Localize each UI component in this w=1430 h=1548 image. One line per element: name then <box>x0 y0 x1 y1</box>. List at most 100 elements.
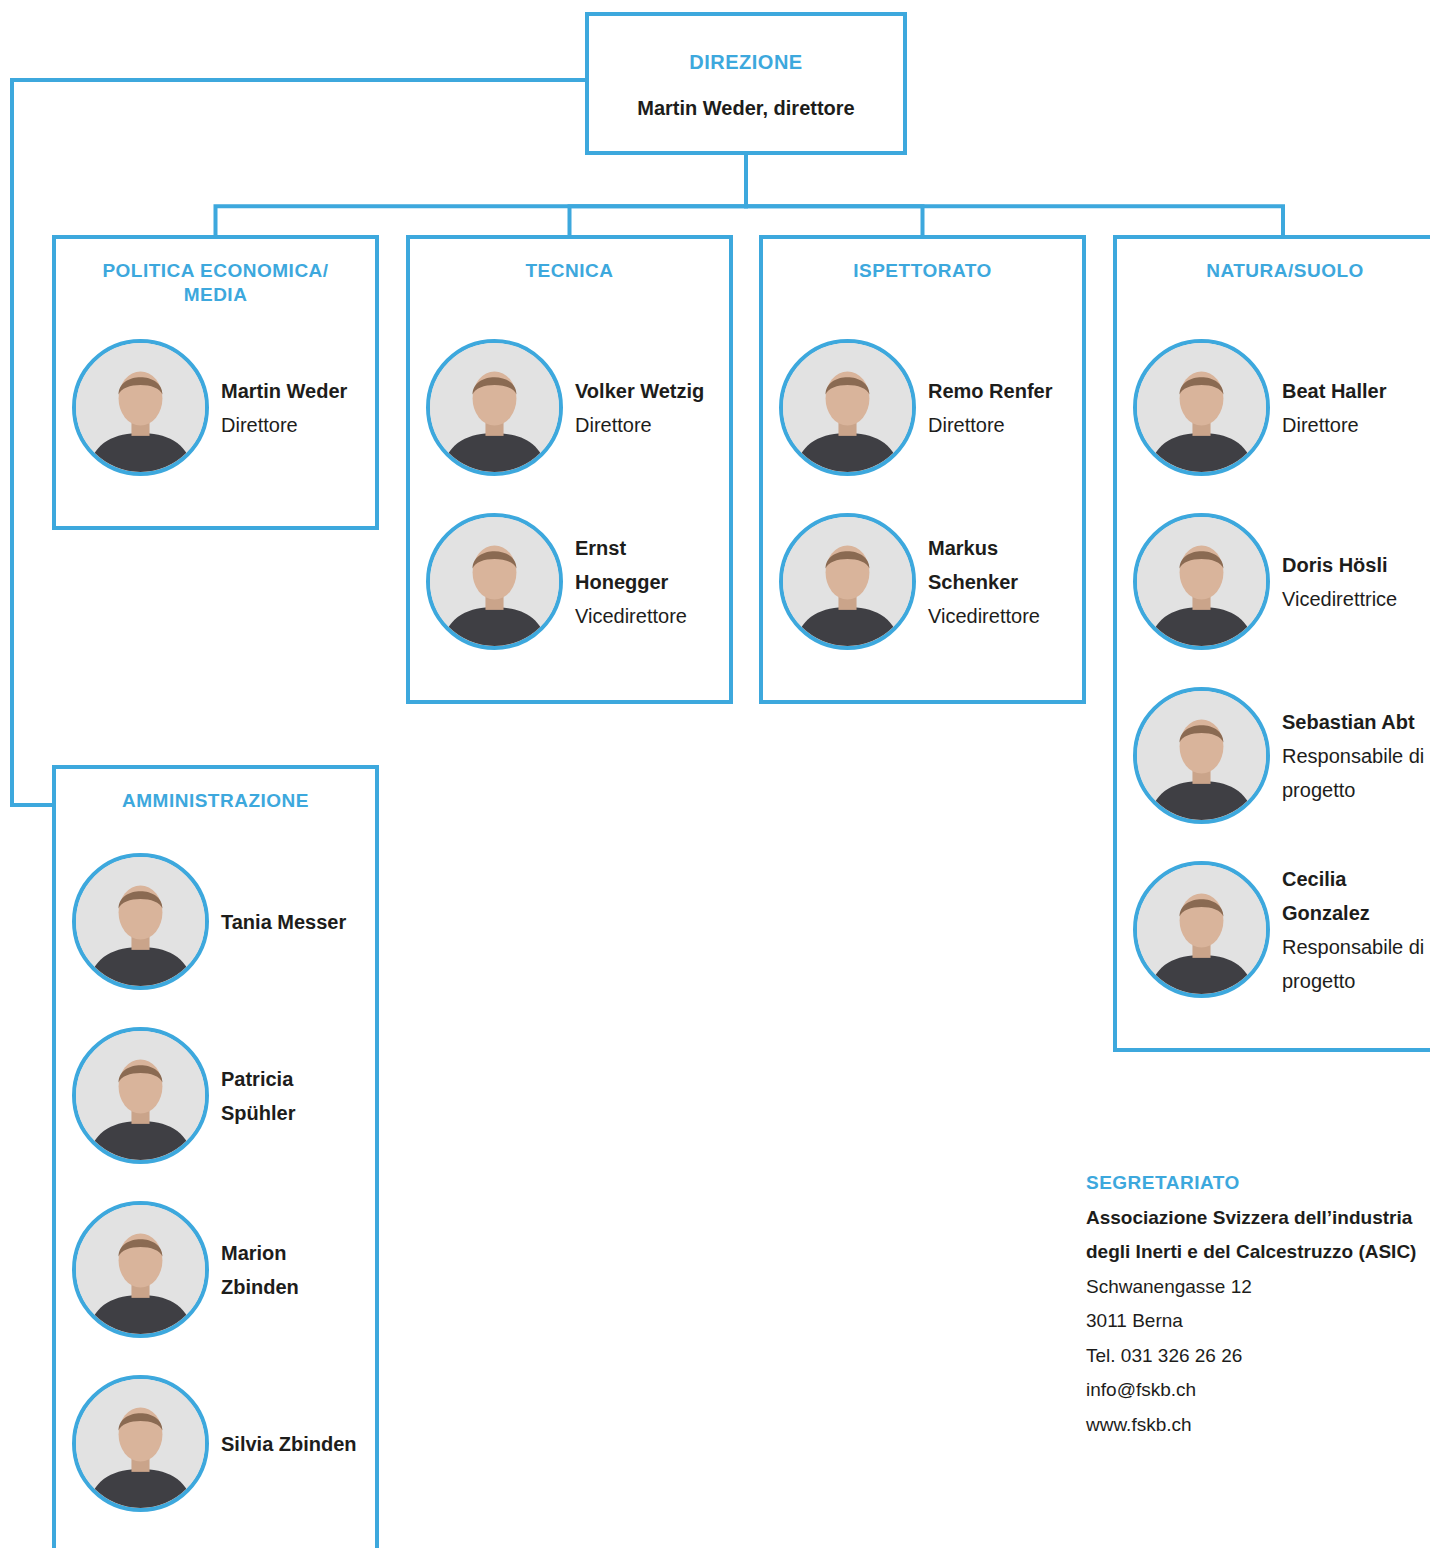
portrait-silhouette <box>76 857 205 986</box>
person-role: Direttore <box>928 408 1066 442</box>
person-card: Silvia Zbinden <box>72 1375 359 1512</box>
portrait-silhouette <box>783 343 912 472</box>
portrait-photo <box>72 339 209 476</box>
person-card: Beat HallerDirettore <box>1133 339 1430 476</box>
portrait-silhouette <box>76 1031 205 1160</box>
org-connector <box>746 155 923 235</box>
person-role: Direttore <box>1282 408 1430 442</box>
person-text: Doris HösliVicedirettrice <box>1282 548 1430 616</box>
person-role: Direttore <box>575 408 713 442</box>
portrait-silhouette <box>76 1379 205 1508</box>
person-name: Silvia Zbinden <box>221 1427 359 1461</box>
department-box: TECNICAVolker WetzigDirettoreErnst Honeg… <box>406 235 733 704</box>
department-box: AMMINISTRAZIONETania MesserPatricia Spüh… <box>52 765 379 1548</box>
portrait-photo <box>72 853 209 990</box>
person-text: Volker WetzigDirettore <box>575 374 713 442</box>
person-text: Martin WederDirettore <box>221 374 359 442</box>
person-name: Volker Wetzig <box>575 374 713 408</box>
person-text: Sebastian AbtResponsabile di progetto <box>1282 705 1430 807</box>
member-list: Tania MesserPatricia SpühlerMarion Zbind… <box>72 853 359 1512</box>
portrait-photo <box>1133 339 1270 476</box>
person-role: Responsabile di progetto <box>1282 930 1430 998</box>
portrait-silhouette <box>1137 343 1266 472</box>
person-name: Beat Haller <box>1282 374 1430 408</box>
department-heading: TECNICA <box>426 259 713 339</box>
department-box: NATURA/SUOLOBeat HallerDirettoreDoris Hö… <box>1113 235 1430 1052</box>
member-list: Remo RenferDirettoreMarkus SchenkerViced… <box>779 339 1066 650</box>
member-list: Martin WederDirettore <box>72 339 359 476</box>
person-card: Patricia Spühler <box>72 1027 359 1164</box>
member-list: Beat HallerDirettoreDoris HösliVicediret… <box>1133 339 1430 998</box>
person-role: Vicedirettore <box>575 599 713 633</box>
section-heading: SEGRETARIATO <box>1086 1166 1422 1201</box>
member-list: Volker WetzigDirettoreErnst HoneggerVice… <box>426 339 713 650</box>
org-connector <box>570 155 747 235</box>
direction-box: DIREZIONE Martin Weder, direttore <box>585 12 907 155</box>
person-text: Ernst HoneggerVicedirettore <box>575 531 713 633</box>
person-role: Vicedirettore <box>928 599 1066 633</box>
person-role: Direttore <box>221 408 359 442</box>
department-heading: POLITICA ECONOMICA/ MEDIA <box>72 259 359 339</box>
portrait-photo <box>779 339 916 476</box>
person-card: Remo RenferDirettore <box>779 339 1066 476</box>
portrait-silhouette <box>783 517 912 646</box>
person-text: Beat HallerDirettore <box>1282 374 1430 442</box>
person-name: Ernst Honegger <box>575 531 713 599</box>
person-card: Volker WetzigDirettore <box>426 339 713 476</box>
department-heading: NATURA/SUOLO <box>1133 259 1430 339</box>
director-name: Martin Weder, direttore <box>637 96 854 120</box>
person-role: Responsabile di progetto <box>1282 739 1430 807</box>
email-address: info@fskb.ch <box>1086 1373 1422 1408</box>
person-role: Vicedirettrice <box>1282 582 1430 616</box>
person-card: Tania Messer <box>72 853 359 990</box>
person-name: Sebastian Abt <box>1282 705 1430 739</box>
portrait-silhouette <box>76 1205 205 1334</box>
portrait-silhouette <box>430 517 559 646</box>
portrait-photo <box>426 339 563 476</box>
person-card: Marion Zbinden <box>72 1201 359 1338</box>
department-box: POLITICA ECONOMICA/ MEDIA Martin WederDir… <box>52 235 379 530</box>
person-text: Cecilia GonzalezResponsabile di progetto <box>1282 862 1430 998</box>
portrait-silhouette <box>430 343 559 472</box>
person-text: Marion Zbinden <box>221 1236 359 1304</box>
portrait-photo <box>426 513 563 650</box>
person-text: Silvia Zbinden <box>221 1427 359 1461</box>
portrait-photo <box>779 513 916 650</box>
department-box: ISPETTORATORemo RenferDirettoreMarkus Sc… <box>759 235 1086 704</box>
person-name: Remo Renfer <box>928 374 1066 408</box>
person-name: Patricia Spühler <box>221 1062 359 1130</box>
portrait-silhouette <box>1137 691 1266 820</box>
portrait-photo <box>1133 687 1270 824</box>
address-line: 3011 Berna <box>1086 1304 1422 1339</box>
department-heading: AMMINISTRAZIONE <box>72 789 359 853</box>
person-name: Markus Schenker <box>928 531 1066 599</box>
portrait-photo <box>1133 513 1270 650</box>
portrait-photo <box>1133 861 1270 998</box>
person-text: Remo RenferDirettore <box>928 374 1066 442</box>
phone-number: Tel. 031 326 26 26 <box>1086 1339 1422 1374</box>
address-line: Schwanengasse 12 <box>1086 1270 1422 1305</box>
portrait-photo <box>72 1201 209 1338</box>
person-name: Cecilia Gonzalez <box>1282 862 1430 930</box>
department-heading: ISPETTORATO <box>779 259 1066 339</box>
person-card: Sebastian AbtResponsabile di progetto <box>1133 687 1430 824</box>
person-text: Markus SchenkerVicedirettore <box>928 531 1066 633</box>
person-card: Doris HösliVicedirettrice <box>1133 513 1430 650</box>
secretariat-block: SEGRETARIATOAssociazione Svizzera dell’i… <box>1086 1166 1422 1442</box>
box-heading: DIREZIONE <box>689 50 802 74</box>
person-name: Doris Hösli <box>1282 548 1430 582</box>
portrait-silhouette <box>76 343 205 472</box>
organisation-name: Associazione Svizzera dell’industria deg… <box>1086 1201 1422 1270</box>
person-card: Markus SchenkerVicedirettore <box>779 513 1066 650</box>
person-name: Martin Weder <box>221 374 359 408</box>
org-connector <box>216 155 747 235</box>
person-card: Cecilia GonzalezResponsabile di progetto <box>1133 861 1430 998</box>
person-text: Patricia Spühler <box>221 1062 359 1130</box>
person-card: Martin WederDirettore <box>72 339 359 476</box>
portrait-silhouette <box>1137 517 1266 646</box>
person-name: Tania Messer <box>221 905 359 939</box>
portrait-photo <box>72 1375 209 1512</box>
web-address: www.fskb.ch <box>1086 1408 1422 1443</box>
person-card: Ernst HoneggerVicedirettore <box>426 513 713 650</box>
